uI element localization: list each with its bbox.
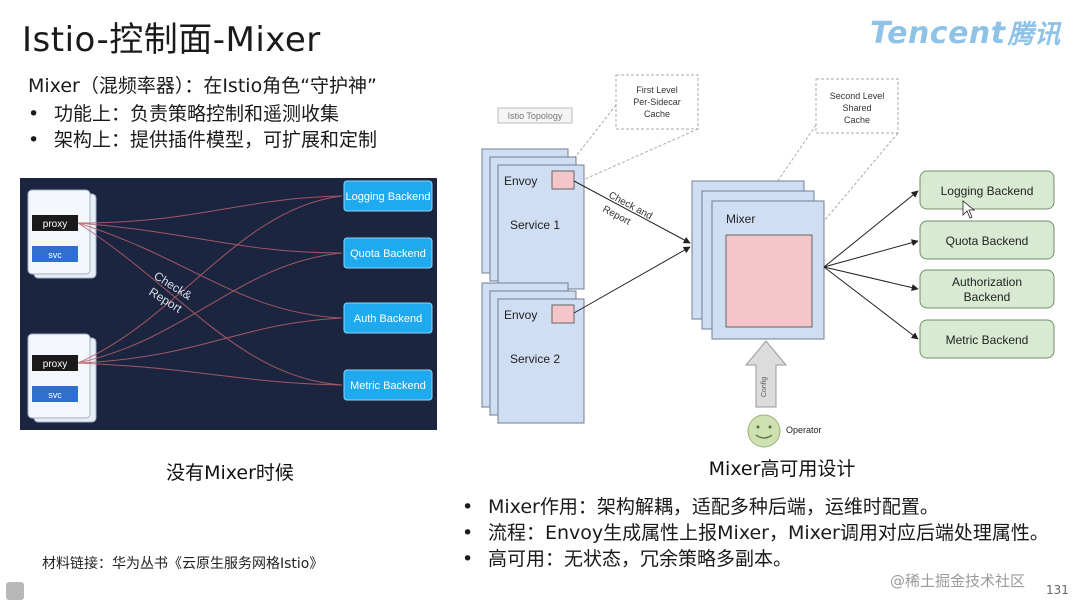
backend-label: Auth Backend [354,313,423,325]
config-arrow: Config [744,340,788,408]
service-1-stack: Envoy Service 1 [481,148,585,290]
slide-title: Istio-控制面-Mixer [22,20,321,60]
page-number: 131 [1046,583,1069,597]
proxy-label: proxy [43,219,67,230]
connection-lines [77,195,343,386]
logo-text-cn: 腾讯 [1007,20,1061,50]
without-mixer-diagram: proxy svc proxy svc Check& Report [20,178,437,430]
operator-icon [747,414,781,448]
left-backend-metric: Metric Backend [343,369,433,401]
material-link-footnote: 材料链接：华为丛书《云原生服务网格Istio》 [42,556,324,572]
backend-label: Logging Backend [941,184,1034,198]
envoy-cache-box [551,170,575,190]
cache-text: Per-Sidecar [633,97,681,107]
backend-label: Metric Backend [350,380,426,392]
right-backend-quota: Quota Backend [919,220,1055,260]
envoy-label: Envoy [504,174,537,188]
bullet-mark: • [28,103,40,125]
backend-label: Logging Backend [345,191,430,203]
backend-label: Backend [964,290,1011,304]
right-backend-metric: Metric Backend [919,319,1055,359]
summary-high-availability: • 高可用：无状态，冗余策略多副本。 [462,544,792,571]
left-diagram-caption: 没有Mixer时候 [166,462,294,484]
bullet-architecture: • 架构上：提供插件模型，可扩展和定制 [28,125,377,152]
left-backend-quota: Quota Backend [343,237,433,269]
operator-label: Operator [786,425,822,435]
pod-top: proxy svc [27,189,97,279]
topology-label-box [497,107,573,124]
cache-text: Cache [844,115,870,125]
summary-text: Mixer作用：架构解耦，适配多种后端，运维时配置。 [488,496,939,518]
first-level-cache-callout: First Level Per-Sidecar Cache [565,74,699,184]
config-label: Config [761,377,768,397]
summary-text: 高可用：无状态，冗余策略多副本。 [488,548,793,570]
cache-text: Shared [842,103,871,113]
left-backend-logging: Logging Backend [343,180,433,212]
logo-text-en: Tencent [870,16,1006,51]
right-diagram-caption: Mixer高可用设计 [708,458,856,480]
mixer-shared-cache-box [725,234,813,328]
bullet-mark: • [462,548,474,570]
bullet-mark: • [462,496,474,518]
mixer-to-backend-arrows [823,190,919,340]
envoy-label: Envoy [504,308,537,322]
left-backend-auth: Auth Backend [343,302,433,334]
mixer-stack: Mixer [691,180,825,340]
mixer-intro: Mixer（混频率器）：在Istio角色“守护神” [28,75,377,97]
proxy-label: proxy [43,359,67,370]
second-level-cache-callout: Second Level Shared Cache [741,78,899,234]
pod-bottom: proxy svc [27,333,97,423]
summary-text: 流程：Envoy生成属性上报Mixer，Mixer调用对应后端处理属性。 [488,522,1049,544]
summary-flow: • 流程：Envoy生成属性上报Mixer，Mixer调用对应后端处理属性。 [462,518,1049,545]
backend-label: Authorization [952,275,1022,289]
without-mixer-svg: proxy svc proxy svc Check& Report [27,180,433,423]
cache-text: Cache [644,109,670,119]
service-2-stack: Envoy Service 2 [481,282,585,424]
service-label: Service 2 [510,352,560,366]
svc-label: svc [48,250,62,260]
mouse-cursor-icon [962,200,976,219]
bullet-text: 架构上：提供插件模型，可扩展和定制 [54,129,378,151]
corner-logo-icon [6,582,24,600]
bullet-mark: • [462,522,474,544]
summary-mixer-role: • Mixer作用：架构解耦，适配多种后端，运维时配置。 [462,492,939,519]
cache-text: First Level [636,85,678,95]
bullet-function: • 功能上：负责策略控制和遥测收集 [28,99,339,126]
envoy-cache-box [551,304,575,324]
proxy-box [32,215,78,231]
service-label: Service 1 [510,218,560,232]
cache-text: Second Level [830,91,885,101]
svc-box [32,386,78,402]
right-backend-logging: Logging Backend [919,170,1055,210]
backend-label: Quota Backend [946,234,1029,248]
envoy2-to-mixer-arrow [573,246,691,314]
bullet-mark: • [28,129,40,151]
mixer-ha-diagram: Istio Topology First Level Per-Sidecar C… [481,74,1055,448]
svc-label: svc [48,390,62,400]
backend-label: Quota Backend [350,248,426,260]
watermark: @稀土掘金技术社区 [890,572,1026,590]
svc-box [32,246,78,262]
tencent-logo: Tencent腾讯 [870,14,1061,51]
mixer-label: Mixer [726,212,755,226]
bullet-text: 功能上：负责策略控制和遥测收集 [54,103,340,125]
backend-label: Metric Backend [946,333,1029,347]
topology-label: Istio Topology [508,111,563,121]
proxy-box [32,355,78,371]
right-backend-authorization: Authorization Backend [919,269,1055,309]
envoy1-to-mixer-arrow [573,180,691,244]
